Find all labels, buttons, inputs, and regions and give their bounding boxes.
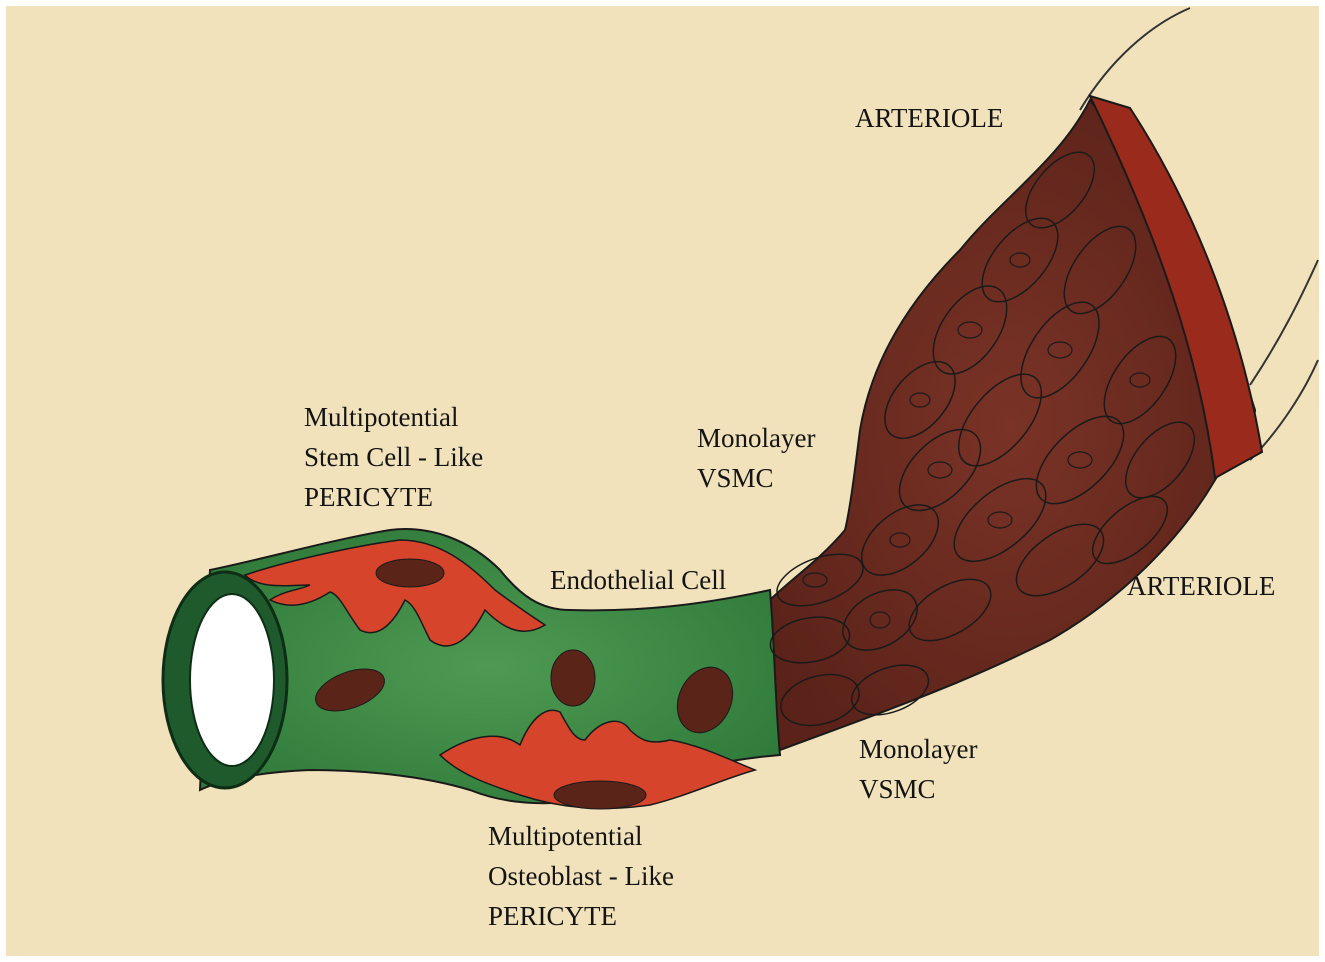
endothelial-nucleus xyxy=(551,650,595,706)
osteoblast-pericyte-nucleus xyxy=(554,781,646,809)
capillary-lumen xyxy=(190,594,274,766)
label-endothelial-cell: Endothelial Cell xyxy=(550,560,726,600)
label-osteoblast-pericyte: Multipotential Osteoblast - Like PERICYT… xyxy=(488,816,674,936)
label-monolayer-vsmc-upper: Monolayer VSMC xyxy=(697,418,815,498)
label-monolayer-vsmc-lower: Monolayer VSMC xyxy=(859,729,977,809)
label-arteriole-right: ARTERIOLE xyxy=(1127,566,1275,606)
label-stem-cell-pericyte: Multipotential Stem Cell - Like PERICYTE xyxy=(304,397,483,517)
stem-pericyte-nucleus xyxy=(376,559,444,587)
label-arteriole-top: ARTERIOLE xyxy=(855,98,1003,138)
